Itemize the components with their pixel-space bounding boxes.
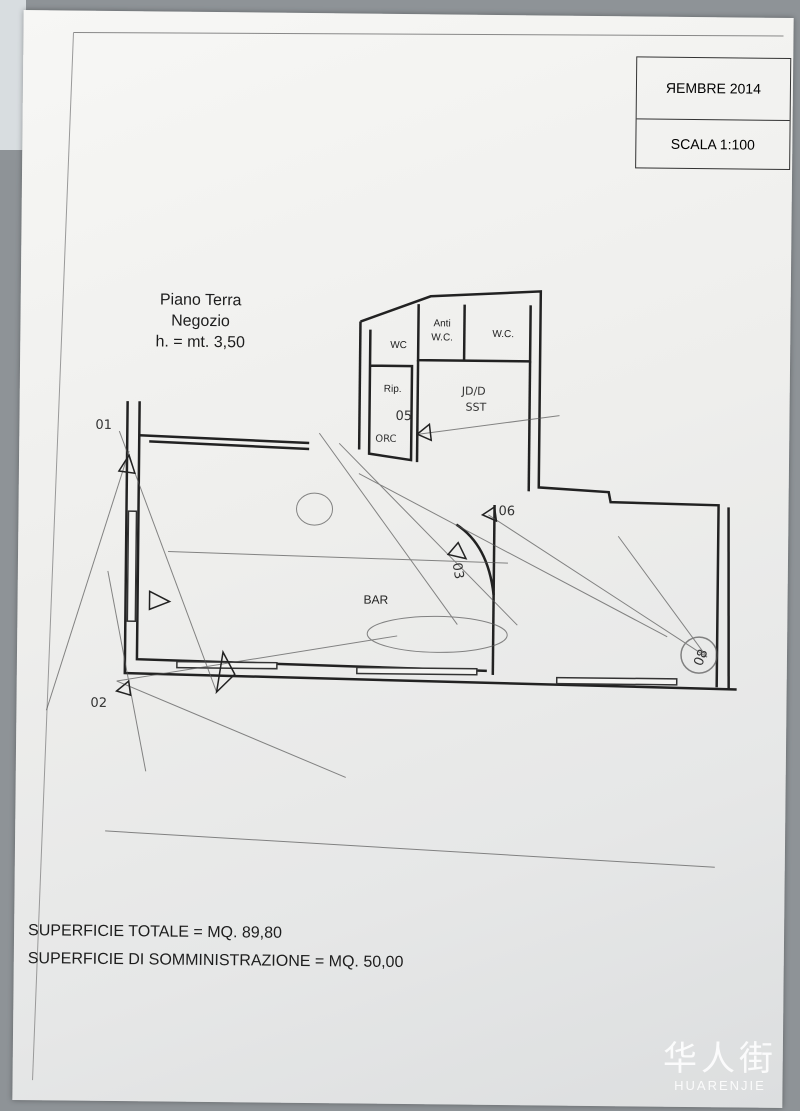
- wall-main-outer: [123, 401, 737, 691]
- pencil-annotations: [45, 415, 718, 868]
- pencil-line-1: [118, 430, 218, 693]
- marker-03-triangle: [446, 541, 468, 560]
- wall-far-right: [727, 507, 730, 690]
- marker-05-label: 05: [395, 409, 412, 424]
- window-bottom-1: [176, 660, 278, 670]
- pencil-circle-08: [680, 636, 718, 674]
- room-wc-small-label: WC: [390, 340, 407, 351]
- floor-plan-drawing: WC Anti W.C. W.C. Rip. BAR 01 02 03 05 0…: [32, 32, 784, 1081]
- note-orc: ORC: [375, 434, 396, 445]
- wall-wc-block: [416, 304, 532, 363]
- pencil-line-9: [488, 514, 708, 658]
- marker-02-triangle: [115, 679, 132, 697]
- window-left: [126, 510, 138, 622]
- marker-08-label: 08: [691, 647, 711, 668]
- marker-06-triangle: [480, 505, 498, 523]
- watermark-cn: 华人街: [663, 1039, 777, 1079]
- frame-top-line: [73, 32, 784, 37]
- document-sheet: ЯЕМBRE 2014 SCALA 1:100 Piano Terra Nego…: [12, 9, 794, 1109]
- wall-wc-divider: [462, 304, 466, 361]
- wall-storage: [367, 329, 414, 462]
- wall-annex-outer: [360, 290, 720, 688]
- marker-01-triangle: [117, 453, 136, 475]
- room-storage-label: Rip.: [384, 384, 402, 395]
- total-area-text: SUPERFICIE TOTALE = MQ. 89,80: [27, 922, 283, 942]
- pencil-line-7: [358, 473, 668, 638]
- wall-main-top-inner: [149, 440, 310, 451]
- pencil-line-3: [116, 680, 346, 778]
- plan-windows: [126, 510, 678, 686]
- marker-05-triangle: [415, 422, 433, 442]
- room-anti-wc-label-line1: Anti: [433, 318, 450, 329]
- window-bottom-2: [356, 666, 478, 676]
- note-sst: SST: [466, 401, 487, 414]
- note-jdd: JD/D: [461, 385, 486, 398]
- pencil-line-2: [45, 450, 130, 711]
- pencil-line-5: [318, 432, 458, 625]
- room-anti-wc-label-line2: W.C.: [431, 332, 453, 343]
- pencil-line-4: [116, 635, 398, 682]
- wall-main-left-bottom: [135, 401, 487, 673]
- wall-main-top: [139, 433, 310, 445]
- wall-right-room-left: [527, 361, 532, 492]
- pencil-line-11: [107, 570, 147, 772]
- room-wc-label: W.C.: [492, 329, 514, 340]
- pencil-ellipse-bar: [366, 615, 508, 653]
- wall-annex-left: [357, 321, 362, 450]
- marker-02-label: 02: [90, 696, 107, 711]
- marker-arrow-right: [148, 590, 172, 611]
- marker-01-label: 01: [95, 418, 112, 433]
- room-bar-label: BAR: [363, 593, 388, 607]
- frame-left-line: [32, 32, 74, 1081]
- marker-06-label: 06: [498, 504, 515, 519]
- pencil-line-12: [105, 830, 715, 868]
- pencil-circle-1: [296, 492, 334, 526]
- pencil-line-10: [617, 535, 708, 658]
- view-markers: [115, 422, 498, 697]
- pencil-line-13: [168, 551, 508, 564]
- wall-ripo-right: [415, 360, 420, 463]
- marker-03-label: 03: [449, 562, 467, 581]
- marker-arrow-up: [215, 649, 236, 695]
- watermark-logo: 华人街 HUARENJIE: [650, 1040, 790, 1093]
- watermark-en: HUARENJIE: [674, 1078, 766, 1093]
- pencil-line-6: [338, 442, 518, 626]
- plan-walls: [123, 290, 737, 691]
- window-bottom-3: [555, 676, 678, 686]
- pencil-line-8: [419, 415, 560, 435]
